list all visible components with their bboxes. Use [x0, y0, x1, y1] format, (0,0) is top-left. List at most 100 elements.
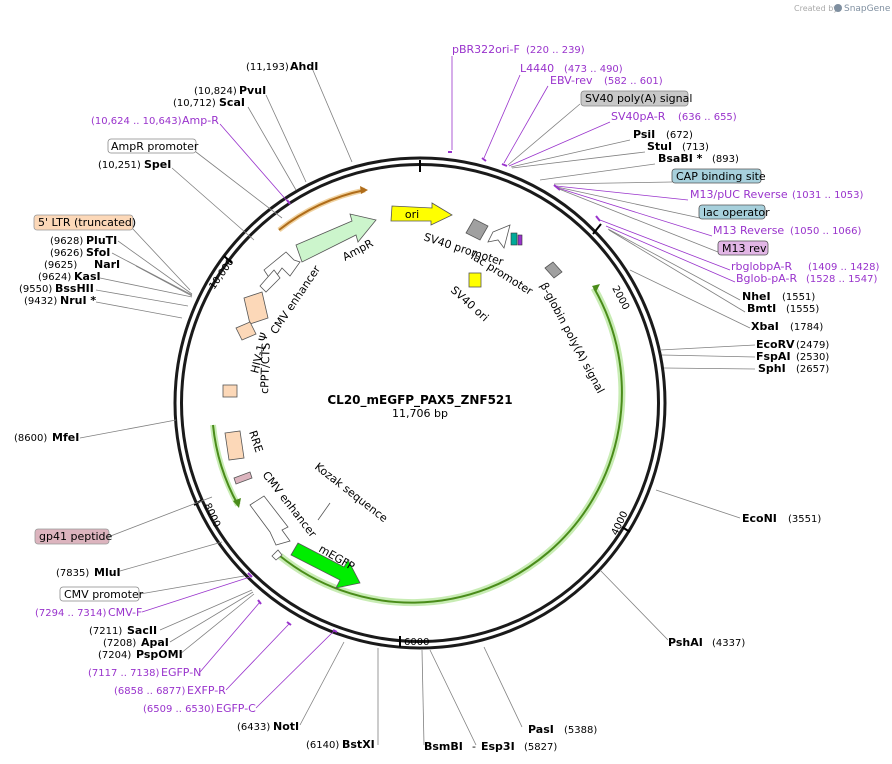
- enzyme-psii-pos: (672): [666, 130, 693, 141]
- leader-spei: [171, 167, 255, 241]
- enzyme-pasi-pos: (5388): [564, 725, 597, 736]
- cap-binding-site-feature[interactable]: [510, 232, 518, 246]
- leader-m13revbox: [558, 188, 719, 253]
- enzyme-esp3i-name: Esp3I: [481, 740, 515, 753]
- tick-mark-2000: [592, 223, 602, 235]
- leader-sphi: [663, 367, 756, 370]
- leader-ltr: [131, 227, 191, 291]
- enzyme-econi-pos: (3551): [788, 514, 821, 525]
- enzyme-pasi-name: PasI: [528, 723, 554, 736]
- ampr-promoter-box-label: AmpR promoter: [111, 140, 199, 153]
- cppt-cts-feature[interactable]: [222, 384, 238, 398]
- ampr-feature[interactable]: [295, 213, 377, 263]
- leader-bglob: [605, 225, 736, 283]
- enzyme-mlui-pos: (7835): [56, 568, 89, 579]
- primer-exfpr-name: EXFP-R: [187, 684, 226, 697]
- enzyme-bsmbi-name: BsmBI: [424, 740, 463, 753]
- leader-bsshii: [95, 289, 189, 307]
- cmv-enhancer-feature-top[interactable]: [259, 269, 281, 293]
- leader-stu: [511, 151, 646, 169]
- enzyme-bsabi-name: BsaBI *: [658, 152, 703, 165]
- snapgene-logo-icon: [834, 4, 842, 12]
- enzyme-bsshii-pos: (9550): [19, 284, 52, 295]
- cmv-promoter-feature[interactable]: [271, 549, 283, 561]
- enzyme-mfei-name: MfeI: [52, 431, 79, 444]
- primer-m13rev-name: M13 Reverse: [713, 224, 784, 237]
- leader-amprprom: [195, 151, 283, 219]
- enzyme-ahdi-name: AhdI: [290, 60, 318, 73]
- primer-egfpn-range: (7117 .. 7138): [88, 668, 160, 679]
- sv40-promoter-feature[interactable]: [487, 224, 511, 249]
- cppt-cts-label: cPPT/CTS: [258, 343, 273, 395]
- enzyme-apai-pos: (7208): [103, 638, 136, 649]
- primer-ampr-range: (10,624 .. 10,643): [91, 116, 182, 127]
- cap-binding-box[interactable]: [671, 168, 762, 184]
- primer-egfpc-name: EGFP-C: [216, 702, 256, 715]
- enzyme-xbai-pos: (1784): [790, 322, 823, 333]
- enzyme-scai-pos: (10,712): [173, 98, 216, 109]
- leader-egfpc: [255, 629, 336, 709]
- leader-nhei: [607, 228, 741, 301]
- primer-l4440-range: (473 .. 490): [564, 64, 623, 75]
- leader-lacop: [556, 186, 701, 219]
- enzyme-nhei-name: NheI: [742, 290, 771, 303]
- leader-xbai: [629, 269, 751, 329]
- enzyme-spei-pos: (10,251): [98, 160, 141, 171]
- cmv-enhancer-feature-bottom[interactable]: [249, 495, 291, 546]
- enzyme-bsshii-name: BssHII: [55, 282, 94, 295]
- leader-rbglob: [599, 219, 731, 271]
- enzyme-sacii-pos: (7211): [89, 626, 122, 637]
- sv40-polya-feature[interactable]: [465, 218, 489, 241]
- enzyme-fspai-pos: (2530): [796, 352, 829, 363]
- primer-marker-exfpr: [286, 621, 292, 626]
- leader-pshai: [599, 569, 669, 641]
- gp41-peptide-feature[interactable]: [233, 471, 253, 485]
- sv40-ori-feature[interactable]: [468, 272, 482, 288]
- ori-feature[interactable]: [390, 202, 453, 226]
- primer-egfpn-name: EGFP-N: [161, 666, 201, 679]
- enzyme-pvui-pos: (10,824): [194, 86, 237, 97]
- primer-cmvf-range: (7294 .. 7314): [35, 608, 107, 619]
- leader-sfoi: [111, 252, 193, 296]
- enzyme-noti-pos: (6433): [237, 722, 270, 733]
- enzyme-bstxi-name: BstXI: [342, 738, 375, 751]
- beta-globin-polya-feature[interactable]: [544, 261, 563, 279]
- lac-operator-box[interactable]: [698, 204, 766, 220]
- ltr-box[interactable]: [33, 214, 134, 231]
- hiv-psi-feature[interactable]: [235, 321, 257, 341]
- sv40-polya-box[interactable]: [580, 90, 689, 107]
- ltr-feature[interactable]: [243, 291, 269, 325]
- ori-label: ori: [405, 208, 419, 221]
- leader-ampr-primer: [219, 123, 289, 203]
- leader-ahdi: [311, 67, 353, 163]
- primer-bglob-range: (1528 .. 1547): [806, 274, 878, 285]
- megfp-feature[interactable]: [290, 542, 361, 589]
- leader-ecorv: [659, 344, 756, 351]
- lac-operator-feature[interactable]: [517, 234, 523, 246]
- leader-mfei: [79, 419, 177, 439]
- enzyme-kasi-name: KasI: [74, 270, 101, 283]
- leader-pvui: [265, 94, 307, 183]
- leader-cap: [553, 181, 673, 185]
- ampr-promoter-box[interactable]: [107, 138, 197, 154]
- enzyme-sfoi-name: SfoI: [86, 246, 110, 259]
- orf-arc-top: [278, 189, 366, 231]
- gp41-box[interactable]: [34, 528, 110, 545]
- enzyme-sphi-pos: (2657): [796, 364, 829, 375]
- cap-binding-box-label: CAP binding site: [676, 170, 766, 183]
- leader-ebv: [503, 85, 549, 164]
- primer-pbr322ori-range: (220 .. 239): [526, 45, 585, 56]
- m13-rev-box[interactable]: [717, 240, 769, 256]
- plasmid-name: CL20_mEGFP_PAX5_ZNF521: [327, 393, 512, 408]
- primer-l4440-name: L4440: [520, 62, 554, 75]
- cmv-promoter-box[interactable]: [59, 586, 140, 602]
- enzyme-stui-pos: (713): [682, 142, 709, 153]
- leader-scai: [247, 106, 297, 191]
- primer-bglob-name: Bglob-pA-R: [736, 272, 798, 285]
- enzyme-pshai-name: PshAI: [668, 636, 703, 649]
- leader-exfpr: [225, 623, 290, 691]
- rre-feature[interactable]: [224, 430, 245, 461]
- tick-label-6000: 6000: [404, 637, 429, 648]
- primer-cmvf-name: CMV-F: [108, 606, 142, 619]
